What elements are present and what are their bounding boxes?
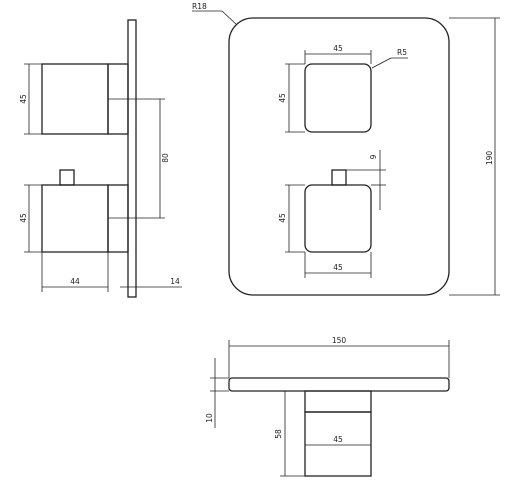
dim-upper-knob-width: 45 bbox=[333, 44, 343, 53]
top-cover-plate bbox=[228, 377, 450, 392]
leader bbox=[371, 57, 392, 69]
dim-overall-height: 190 bbox=[485, 151, 494, 166]
top-knob-collar bbox=[304, 390, 372, 413]
side-lever bbox=[59, 169, 75, 186]
front-view: R18 190 45 45 R5 45 45 bbox=[192, 2, 500, 296]
front-lower-knob bbox=[304, 184, 372, 253]
dim-plate-thickness: 14 bbox=[170, 277, 180, 286]
dim-axis-distance: 80 bbox=[161, 153, 170, 163]
dim-upper-knob-height-front: 45 bbox=[278, 93, 287, 103]
top-view: 150 10 58 45 bbox=[205, 336, 450, 477]
top-knob bbox=[304, 411, 372, 477]
front-upper-knob bbox=[304, 63, 372, 133]
dim-upper-knob-height: 45 bbox=[19, 94, 28, 104]
dim-plate-thickness-top: 10 bbox=[205, 413, 214, 423]
side-wall-plate bbox=[127, 19, 137, 298]
dim-knob-depth: 44 bbox=[70, 277, 80, 286]
dim-knob-width: 45 bbox=[333, 435, 343, 444]
dim-knob-corner-radius: R5 bbox=[397, 48, 407, 57]
side-lower-knob bbox=[41, 184, 109, 253]
side-lower-knob-collar bbox=[107, 184, 129, 253]
dim-knob-projection: 58 bbox=[274, 429, 283, 439]
dim-lower-knob-width: 45 bbox=[333, 263, 343, 272]
dim-lever-projection: 9 bbox=[369, 154, 378, 159]
dim-lower-knob-height-front: 45 bbox=[278, 213, 287, 223]
side-upper-knob bbox=[41, 63, 109, 135]
front-cover-plate bbox=[228, 17, 450, 296]
side-view: 45 45 80 44 14 bbox=[19, 19, 182, 298]
leader bbox=[221, 10, 238, 26]
dim-overall-width: 150 bbox=[332, 336, 347, 345]
dim-corner-radius: R18 bbox=[192, 2, 207, 11]
front-lever bbox=[331, 169, 347, 186]
dim-lower-knob-height: 45 bbox=[19, 213, 28, 223]
